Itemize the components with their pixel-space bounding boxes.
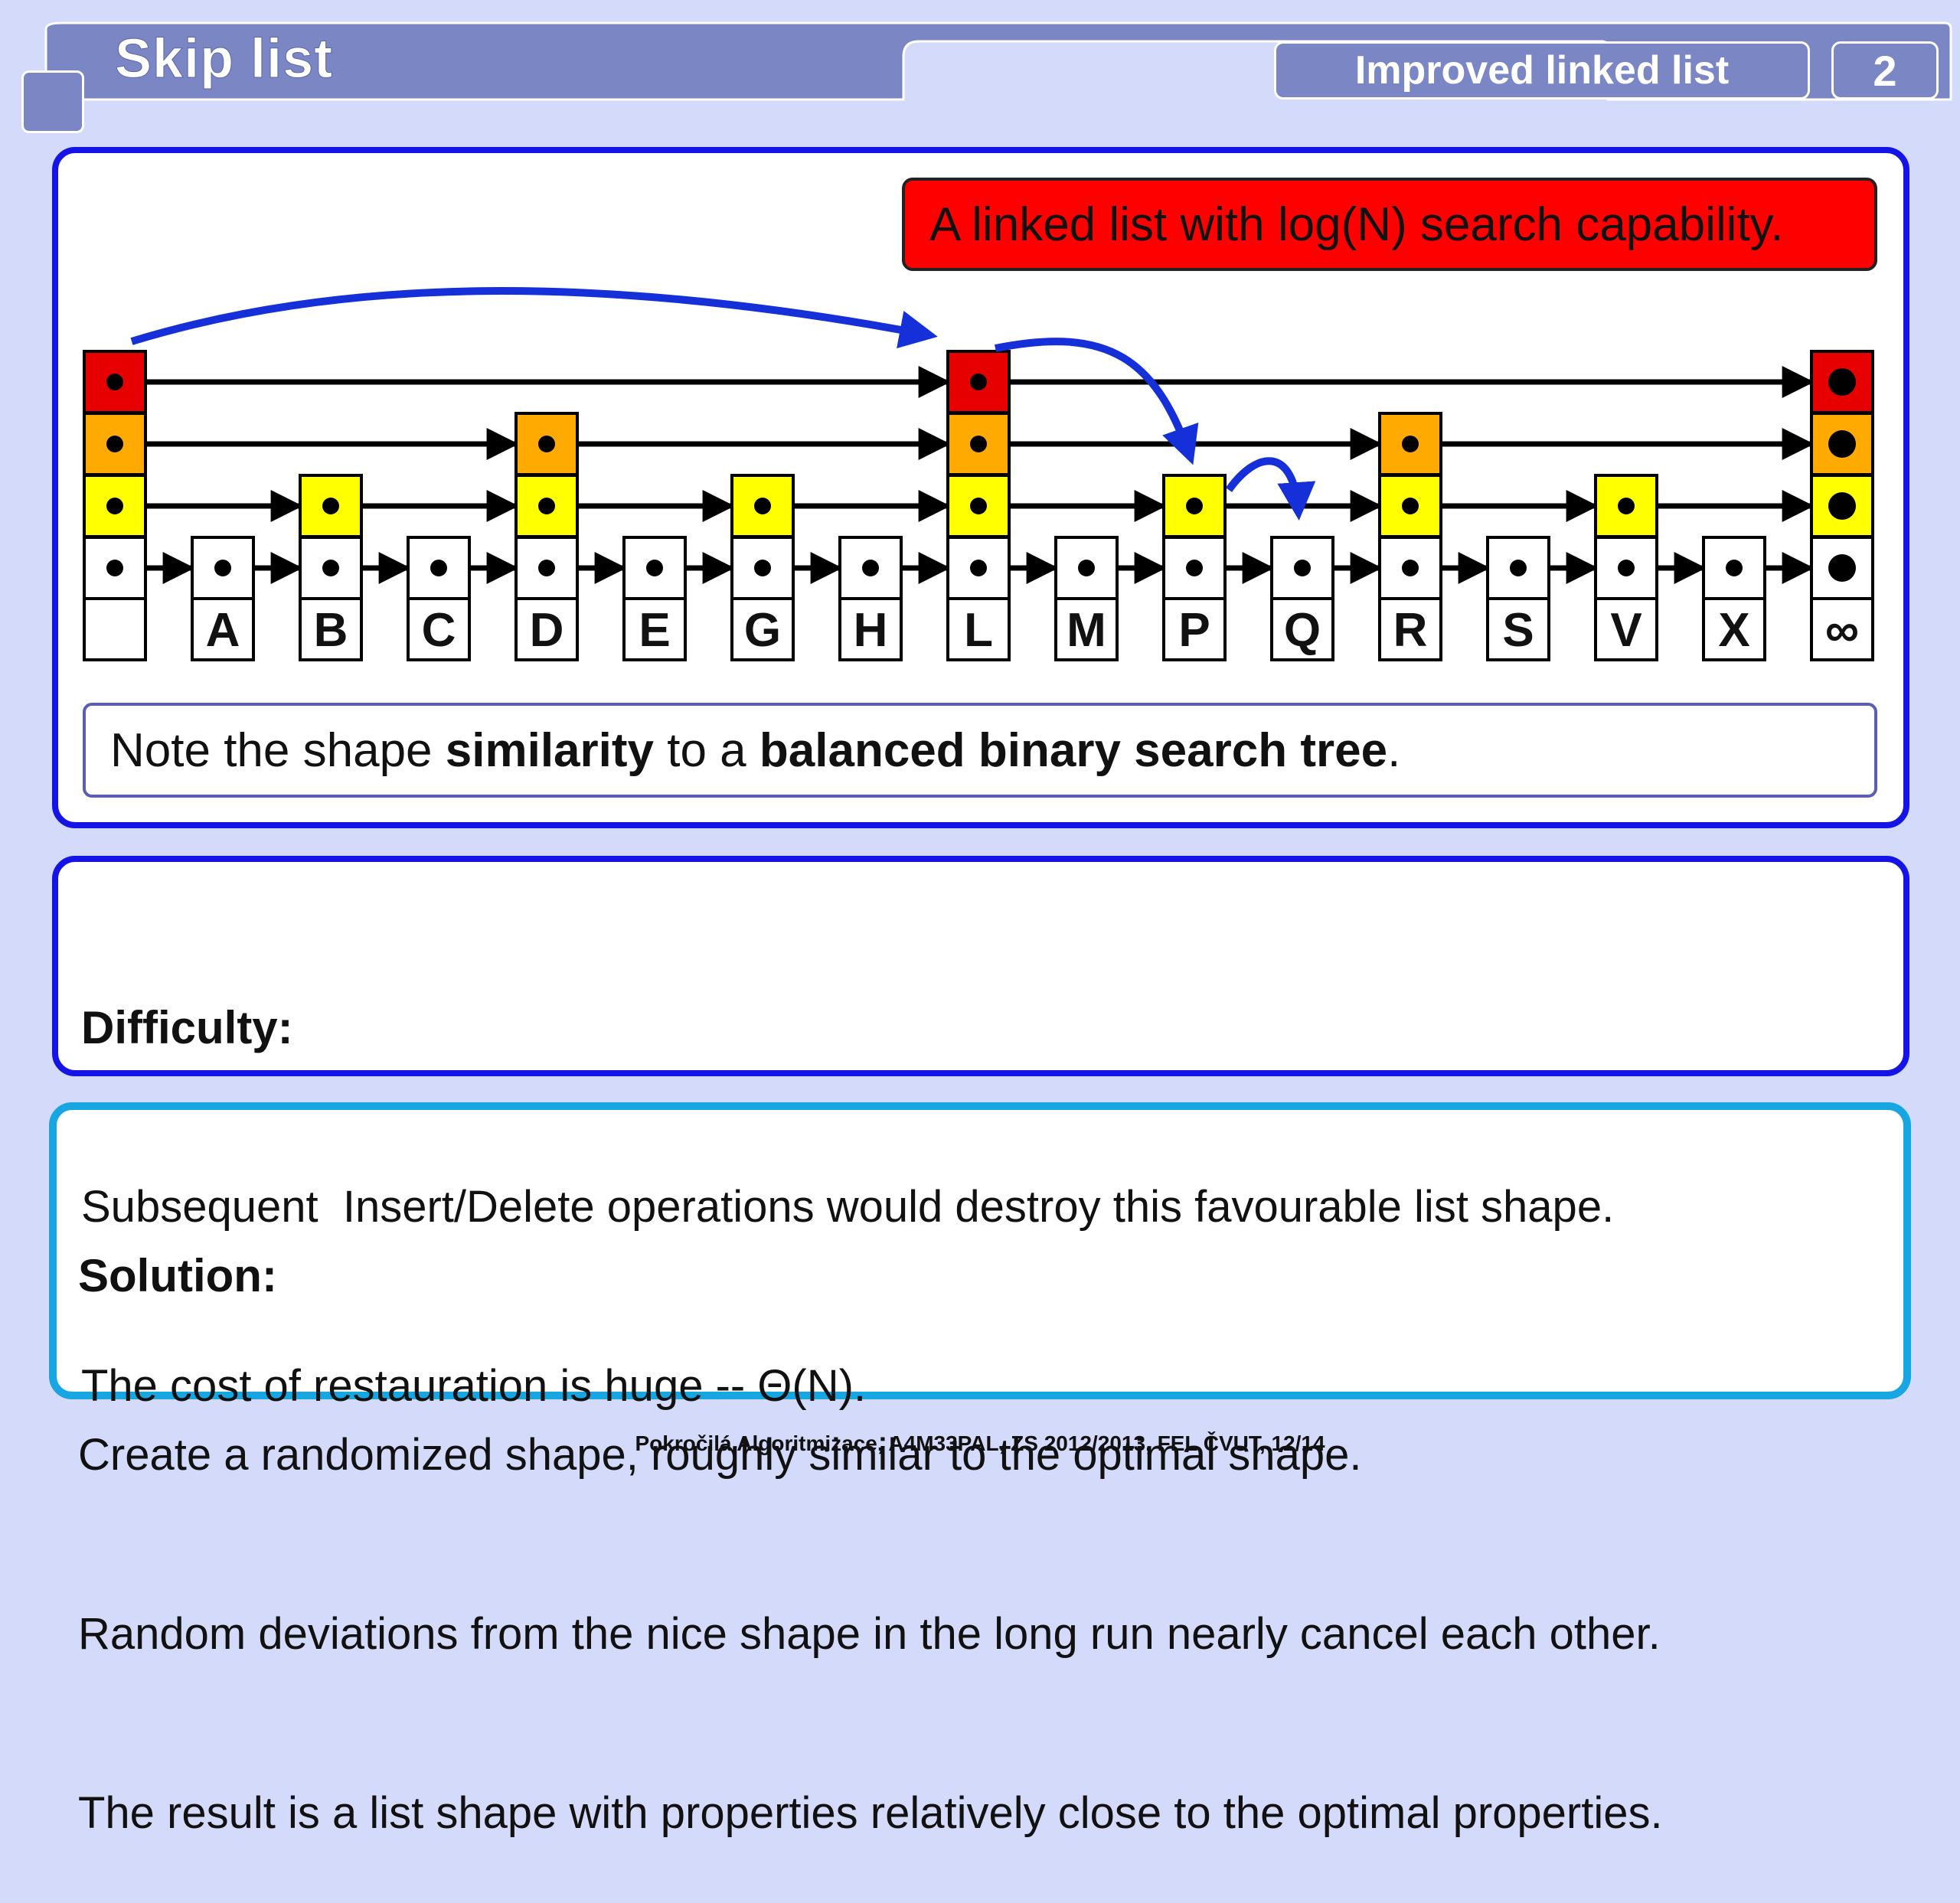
solution-line-3: The result is a list shape with properti… [78, 1788, 1663, 1838]
node-label: M [1067, 604, 1106, 657]
pointer-dot [106, 498, 123, 514]
pointer-dot [970, 498, 987, 514]
note-text-3: . [1387, 723, 1401, 777]
note-bold-1: similarity [445, 723, 655, 777]
difficulty-heading: Difficulty: [81, 1002, 293, 1053]
note-text-1: Note the shape [110, 723, 446, 777]
page-number: 2 [1831, 41, 1939, 100]
pointer-dot [970, 560, 987, 576]
search-path-arrow [995, 338, 1199, 465]
pointer-dot [1726, 560, 1743, 576]
solution-panel [49, 1102, 1911, 1399]
node-label: H [854, 604, 888, 657]
difficulty-line-2: The cost of restauration is huge -- Θ(N)… [81, 1361, 867, 1411]
node-pointer-cell [191, 536, 255, 600]
node-label-box [1810, 597, 1874, 661]
subtitle-box: Improved linked list [1274, 41, 1810, 100]
slide-title: Skip list [114, 28, 334, 90]
node-label: A [206, 604, 240, 657]
pointer-dot [970, 436, 987, 452]
node-label: ∞ [1825, 604, 1859, 657]
pointer-dot [322, 498, 339, 514]
difficulty-panel [52, 856, 1909, 1076]
pointer-dot [538, 560, 555, 576]
node-label-box [1486, 597, 1550, 661]
difficulty-text: Difficulty: Subsequent Insert/Delete ope… [81, 879, 1614, 1476]
pointer-dot [1186, 560, 1203, 576]
pointer-dot [106, 560, 123, 576]
pointer-dot [1402, 498, 1419, 514]
node-label: Q [1284, 604, 1321, 657]
node-label-box [191, 597, 255, 661]
node-label: G [744, 604, 781, 657]
node-label: D [530, 604, 564, 657]
pointer-dot [322, 560, 339, 576]
pointer-dot [106, 374, 123, 390]
pointer-dot [1828, 430, 1856, 458]
node-label-box [1378, 597, 1442, 661]
node-pointer-cell [1594, 536, 1658, 600]
pointer-dot [1510, 560, 1527, 576]
node-label: B [314, 604, 348, 657]
search-path-arrow [130, 287, 938, 349]
node-label-box [1054, 597, 1119, 661]
note-text-2: to a [654, 723, 760, 777]
solution-text: Solution: Create a randomized shape, rou… [78, 1127, 1663, 1903]
pointer-dot [754, 498, 771, 514]
node-label-box [514, 597, 579, 661]
pointer-dot [1402, 436, 1419, 452]
node-label: L [964, 604, 993, 657]
node-label: C [422, 604, 456, 657]
difficulty-line-1: Subsequent Insert/Delete operations woul… [81, 1182, 1615, 1232]
skip-list-diagram: A B C D E G H L M P Q R S V X ∞ [83, 287, 1874, 661]
node-label-box [407, 597, 471, 661]
node-label: V [1610, 604, 1642, 657]
pointer-dot [538, 436, 555, 452]
node-label: R [1393, 604, 1428, 657]
solution-line-2: Random deviations from the nice shape in… [78, 1609, 1661, 1659]
node-label: X [1718, 604, 1749, 657]
pointer-dot [538, 498, 555, 514]
search-path-arrow [1225, 457, 1316, 521]
pointer-dot [1186, 498, 1203, 514]
pointer-dot [1828, 368, 1856, 396]
pointer-dot [430, 560, 447, 576]
node-pointer-cell [514, 536, 579, 600]
node-label: P [1178, 604, 1210, 657]
pointer-dot [1618, 560, 1635, 576]
pointer-dot [754, 560, 771, 576]
node-label: S [1502, 604, 1534, 657]
corner-decoration [21, 70, 84, 133]
pointer-dot [1828, 554, 1856, 582]
callout-box: A linked list with log(N) search capabil… [902, 178, 1877, 271]
note-box: Note the shape similarity to a balanced … [83, 703, 1877, 798]
pointer-dot [646, 560, 663, 576]
node-label: E [639, 604, 670, 657]
pointer-dot [1828, 492, 1856, 520]
node-label-box [83, 597, 147, 661]
pointer-dot [970, 374, 987, 390]
pointer-dot [214, 560, 231, 576]
pointer-dot [1294, 560, 1311, 576]
pointer-dot [1078, 560, 1095, 576]
footer: Pokročilá Algoritmizace, A4M33PAL, ZS 20… [635, 1431, 1325, 1455]
solution-heading: Solution: [78, 1250, 277, 1301]
pointer-dot [1402, 560, 1419, 576]
slide-subtitle: Improved linked list [1354, 48, 1730, 93]
pointer-dot [1618, 498, 1635, 514]
pointer-dot [862, 560, 879, 576]
node-label-box [838, 597, 903, 661]
node-pointer-cell [1702, 536, 1766, 600]
note-bold-2: balanced binary search tree [759, 723, 1388, 777]
pointer-dot [106, 436, 123, 452]
